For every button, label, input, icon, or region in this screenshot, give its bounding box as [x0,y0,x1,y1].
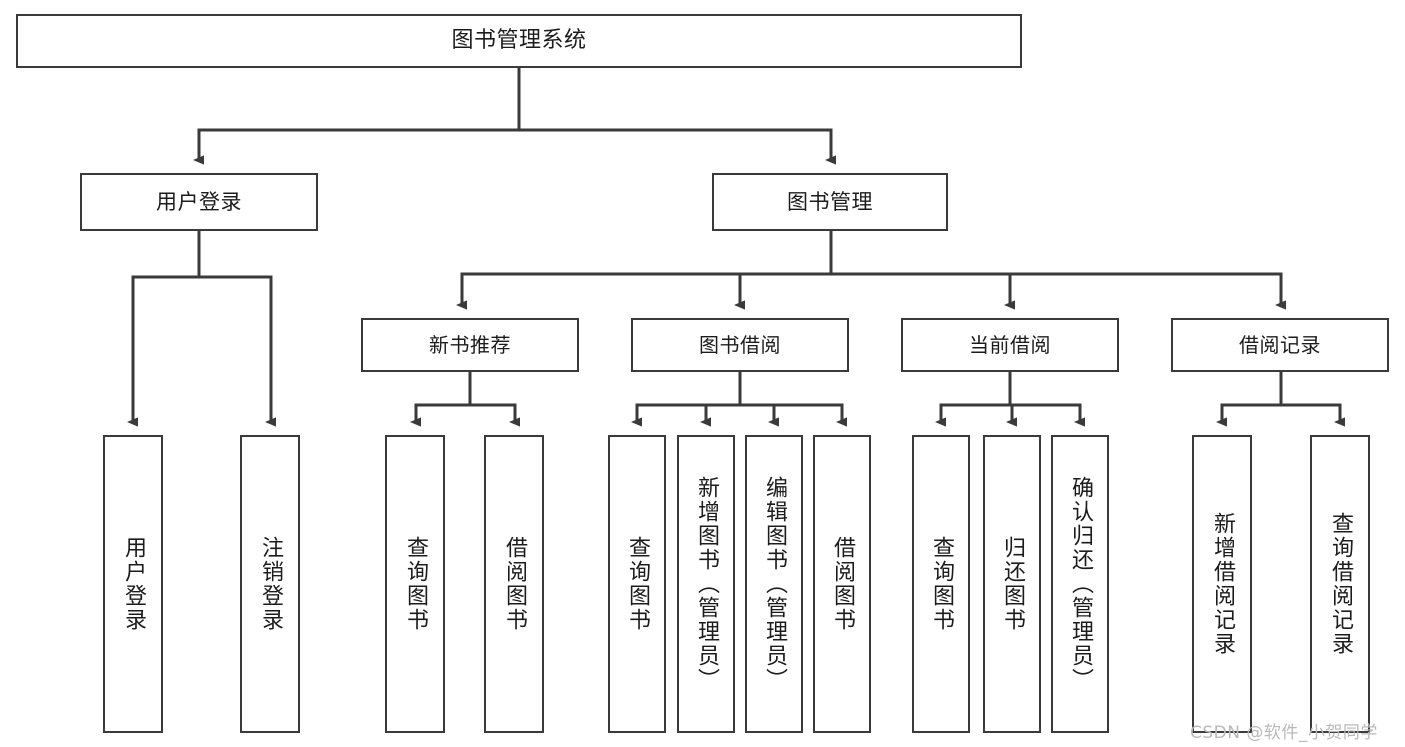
node-leaf-query-record-label: 查询借阅记录 [1327,512,1353,656]
node-leaf-borrow-book-1-label: 借阅图书 [501,536,527,632]
node-leaf-return-book-label: 归还图书 [999,536,1025,632]
node-user-login-label: 用户登录 [156,189,242,214]
node-current-borrow[interactable]: 当前借阅 [901,318,1119,372]
node-leaf-add-book[interactable]: 新增图书（管理员） [677,435,735,733]
node-leaf-add-record-label: 新增借阅记录 [1209,512,1235,656]
node-borrow-record-label: 借阅记录 [1239,332,1321,357]
node-leaf-edit-book-label: 编辑图书（管理员） [761,476,787,692]
node-leaf-borrow-book-1[interactable]: 借阅图书 [484,435,544,733]
node-new-book-rec-label: 新书推荐 [429,332,511,357]
node-root[interactable]: 图书管理系统 [16,14,1022,68]
node-leaf-logout[interactable]: 注销登录 [240,435,300,733]
watermark: CSDN @软件_小贺同学 [1190,723,1378,743]
node-leaf-query-book-2[interactable]: 查询图书 [608,435,666,733]
node-leaf-return-book[interactable]: 归还图书 [983,435,1041,733]
node-book-manage[interactable]: 图书管理 [712,173,948,231]
node-leaf-borrow-book-2-label: 借阅图书 [829,536,855,632]
node-book-borrow[interactable]: 图书借阅 [631,318,849,372]
node-leaf-query-book-1-label: 查询图书 [402,536,428,632]
node-leaf-user-login-label: 用户登录 [120,536,146,632]
node-leaf-query-book-1[interactable]: 查询图书 [385,435,445,733]
node-leaf-confirm-return-label: 确认归还（管理员） [1067,476,1093,692]
node-root-label: 图书管理系统 [451,28,587,54]
node-leaf-add-book-label: 新增图书（管理员） [693,476,719,692]
node-borrow-record[interactable]: 借阅记录 [1171,318,1389,372]
node-new-book-rec[interactable]: 新书推荐 [361,318,579,372]
node-leaf-query-book-2-label: 查询图书 [624,536,650,632]
node-leaf-query-record[interactable]: 查询借阅记录 [1310,435,1370,733]
node-user-login[interactable]: 用户登录 [80,173,318,231]
node-leaf-add-record[interactable]: 新增借阅记录 [1192,435,1252,733]
node-book-borrow-label: 图书借阅 [699,332,781,357]
node-leaf-confirm-return[interactable]: 确认归还（管理员） [1051,435,1109,733]
node-book-manage-label: 图书管理 [787,189,873,214]
node-current-borrow-label: 当前借阅 [969,332,1051,357]
node-leaf-query-book-3[interactable]: 查询图书 [912,435,970,733]
node-leaf-query-book-3-label: 查询图书 [928,536,954,632]
node-leaf-borrow-book-2[interactable]: 借阅图书 [813,435,871,733]
node-leaf-logout-label: 注销登录 [257,536,283,632]
node-leaf-user-login[interactable]: 用户登录 [103,435,163,733]
node-leaf-edit-book[interactable]: 编辑图书（管理员） [745,435,803,733]
